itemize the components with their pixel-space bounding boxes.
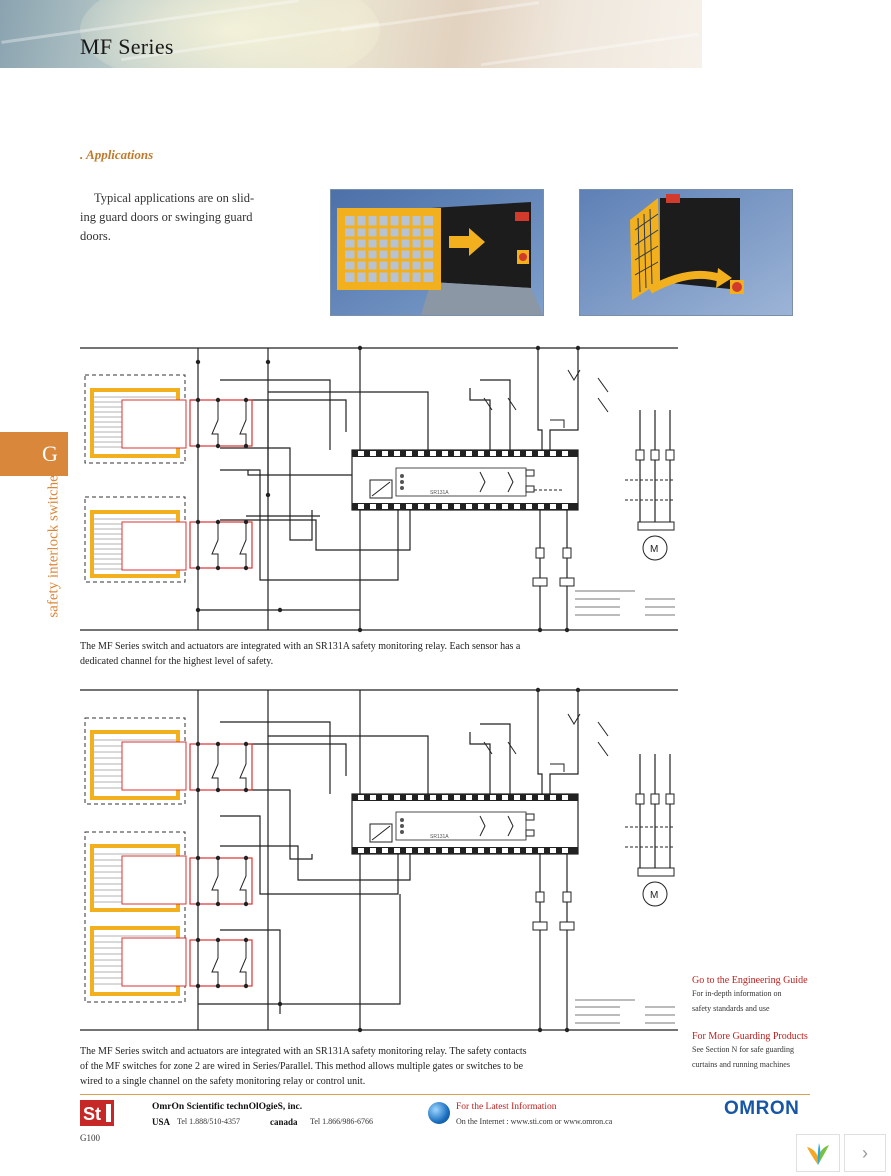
section-label: safety interlock switches bbox=[45, 469, 62, 618]
swinging-guard-door-photo bbox=[579, 189, 793, 316]
section-letter: G bbox=[42, 441, 58, 466]
caption-line: The MF Series switch and actuators are i… bbox=[80, 641, 521, 652]
applications-intro: Typical applications are on slid- ing gu… bbox=[80, 189, 270, 246]
footer-usa-phone: Tel 1.888/510-4357 bbox=[177, 1117, 240, 1126]
sti-logo: St bbox=[80, 1100, 114, 1131]
engineering-guide-note: For in-depth information on safety stand… bbox=[692, 986, 822, 1016]
viewer-leaf-icon bbox=[807, 1143, 829, 1165]
footer-usa-label: USA bbox=[152, 1117, 171, 1127]
note-line: For in-depth information on bbox=[692, 989, 782, 998]
caption-line: dedicated channel for the highest level … bbox=[80, 656, 274, 667]
engineering-guide-link[interactable]: Go to the Engineering Guide For in-depth… bbox=[692, 975, 822, 1016]
header-banner bbox=[0, 0, 702, 68]
page-title: MF Series bbox=[80, 34, 174, 59]
intro-line: doors. bbox=[80, 229, 111, 243]
page-number: G100 bbox=[80, 1133, 100, 1143]
guarding-products-note: See Section N for safe guarding curtains… bbox=[692, 1042, 822, 1072]
intro-line: Typical applications are on slid- bbox=[94, 191, 255, 205]
latest-information-link[interactable]: For the Latest Information bbox=[456, 1102, 557, 1112]
omron-logo: OMRON bbox=[724, 1098, 800, 1119]
note-line: See Section N for safe guarding bbox=[692, 1045, 794, 1054]
globe-icon bbox=[428, 1102, 450, 1124]
relay-label: SR131A bbox=[430, 834, 449, 840]
svg-text:St: St bbox=[83, 1104, 101, 1124]
note-line: curtains and running machines bbox=[692, 1060, 790, 1069]
footer-canada-phone: Tel 1.866/986-6766 bbox=[310, 1117, 373, 1126]
motor-label: M bbox=[650, 890, 658, 901]
caption-line: wired to a single channel on the safety … bbox=[80, 1076, 366, 1087]
sliding-guard-door-photo bbox=[330, 189, 544, 316]
wiring-diagram-2: SR131A M bbox=[80, 684, 680, 1036]
note-line: safety standards and use bbox=[692, 1004, 770, 1013]
motor-label: M bbox=[650, 544, 658, 555]
online-links[interactable]: On the Internet : www.sti.com or www.omr… bbox=[456, 1117, 613, 1126]
guarding-products-link[interactable]: For More Guarding Products See Section N… bbox=[692, 1031, 822, 1072]
footer-divider bbox=[80, 1094, 810, 1095]
viewer-logo-button[interactable] bbox=[796, 1134, 840, 1172]
caption-line: The MF Series switch and actuators are i… bbox=[80, 1046, 527, 1057]
engineering-guide-title[interactable]: Go to the Engineering Guide bbox=[692, 975, 808, 986]
diagram-1-caption: The MF Series switch and actuators are i… bbox=[80, 639, 540, 669]
footer-canada-label: canada bbox=[270, 1117, 298, 1127]
applications-heading: . Applications bbox=[80, 147, 154, 162]
diagram-2-caption: The MF Series switch and actuators are i… bbox=[80, 1044, 540, 1089]
section-tab bbox=[0, 432, 68, 476]
relay-label: SR131A bbox=[430, 490, 449, 496]
guarding-products-title[interactable]: For More Guarding Products bbox=[692, 1031, 808, 1042]
caption-line: of the MF switches for zone 2 are wired … bbox=[80, 1061, 524, 1072]
next-page-button[interactable]: › bbox=[844, 1134, 886, 1172]
intro-line: ing guard doors or swinging guard bbox=[80, 210, 253, 224]
footer-company: OmrOn Scientific technOlOgieS, inc. bbox=[152, 1102, 303, 1112]
wiring-diagram-1: SR131A M bbox=[80, 340, 680, 635]
